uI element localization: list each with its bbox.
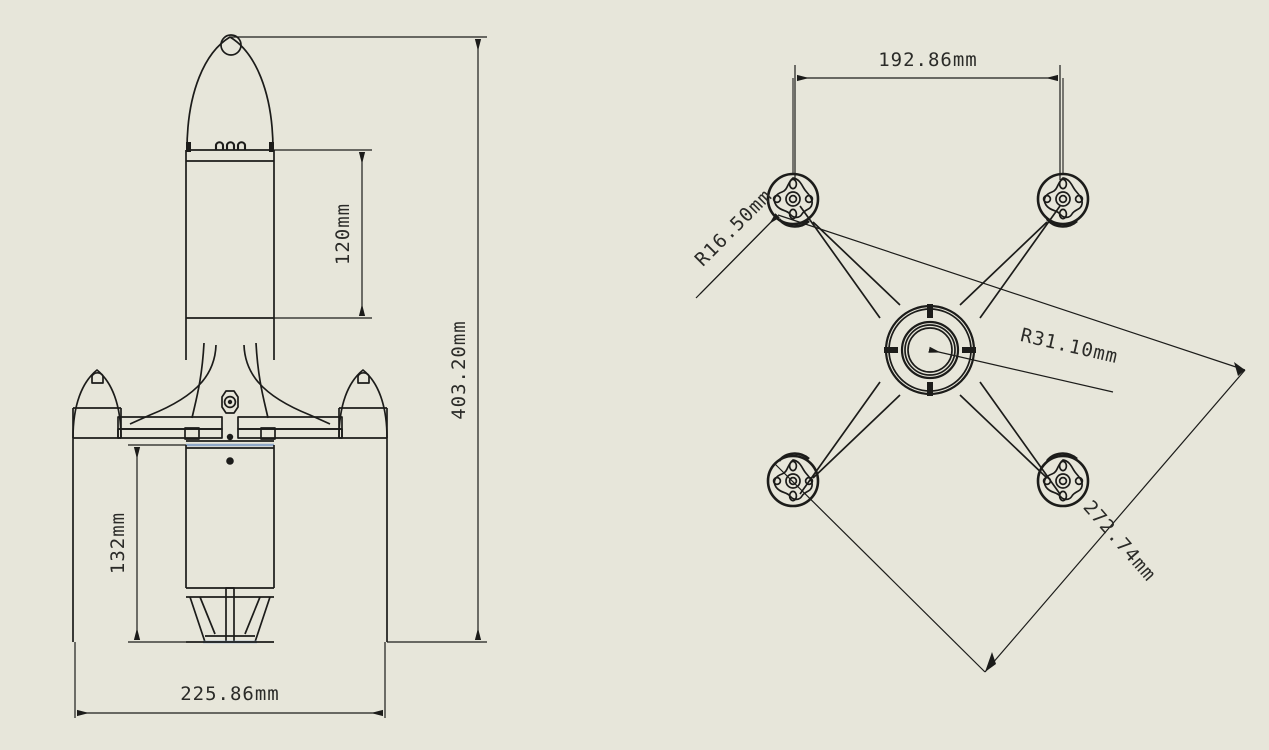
landing-pod-right	[338, 369, 388, 642]
nose-body-joint	[186, 141, 274, 162]
pod-bolt-sw-s	[788, 490, 798, 502]
pod-hole-left	[91, 372, 104, 384]
pod-bolt-sw-w	[772, 476, 782, 486]
clamp-left	[184, 427, 200, 440]
pod-bolt-sw-n	[788, 460, 798, 472]
leader-r3110	[928, 346, 1114, 393]
dimension-overall-width: 225.86mm	[74, 642, 386, 718]
hub-slot-n	[927, 304, 933, 318]
leader-r1650	[699, 213, 780, 295]
joint-tab-right	[269, 142, 274, 152]
dimension-label-upper-body: 120mm	[332, 203, 354, 265]
nose-cone	[186, 34, 274, 151]
dimension-label-overall-height: 403.20mm	[448, 320, 470, 420]
dimension-label-motor-spacing: 192.86mm	[878, 49, 978, 71]
pod-bolt-nw-s	[788, 208, 798, 220]
pod-bolt-nw-e	[804, 194, 814, 204]
dimension-label-overall-width: 225.86mm	[180, 683, 280, 705]
clamp-right	[260, 427, 276, 440]
antenna-bumps	[214, 141, 247, 150]
spar-right-lower	[237, 428, 343, 439]
motor-pod-ne	[1036, 78, 1090, 228]
front-elevation-view	[72, 34, 388, 644]
spar-left-lower	[117, 428, 223, 439]
mid-deck-plate	[186, 433, 274, 465]
centre-hub-boss	[221, 390, 239, 414]
dimension-overall-height: 403.20mm	[231, 36, 487, 643]
arm-booms	[799, 205, 1061, 495]
motor-pod-nw	[766, 78, 820, 228]
pod-bolt-ne-n	[1058, 178, 1068, 190]
pod-bolt-se-e	[1074, 476, 1084, 486]
nose-tip-circle	[220, 34, 242, 56]
pod-bolt-nw-n	[788, 178, 798, 190]
pod-bolt-ne-s	[1058, 208, 1068, 220]
hub-slot-w	[884, 347, 898, 353]
hub-slot-e	[962, 347, 976, 353]
motor-pod-sw	[766, 452, 820, 508]
arm-fairings	[129, 342, 331, 425]
dimension-lower-body: 132mm	[107, 444, 186, 643]
thruster-nozzle	[186, 587, 274, 644]
front-view-dimensions: 403.20mm 120mm 132mm 225.86mm	[74, 36, 487, 718]
pod-bolt-ne-e	[1074, 194, 1084, 204]
pod-bolt-nw-w	[772, 194, 782, 204]
top-plan-view	[766, 78, 1090, 508]
deck-screw-lower	[226, 457, 234, 465]
pod-bolt-ne-w	[1042, 194, 1052, 204]
motor-pod-se	[1036, 452, 1090, 508]
dimension-upper-body: 120mm	[274, 149, 372, 319]
dimension-motor-spacing: 192.86mm	[794, 49, 1061, 180]
joint-tab-left	[186, 142, 191, 152]
hub-slot-s	[927, 382, 933, 396]
pod-bolt-sw-e	[804, 476, 814, 486]
pod-bolt-se-w	[1042, 476, 1052, 486]
dimension-label-lower-body: 132mm	[107, 512, 129, 574]
pod-hole-right	[357, 372, 370, 384]
pod-bolt-se-n	[1058, 460, 1068, 472]
deck-screw-upper	[226, 433, 234, 441]
upper-fuselage	[185, 150, 275, 360]
pod-bolt-se-s	[1058, 490, 1068, 502]
arm-spars	[117, 416, 343, 440]
landing-pod-left	[72, 369, 122, 642]
central-hub	[884, 304, 976, 396]
